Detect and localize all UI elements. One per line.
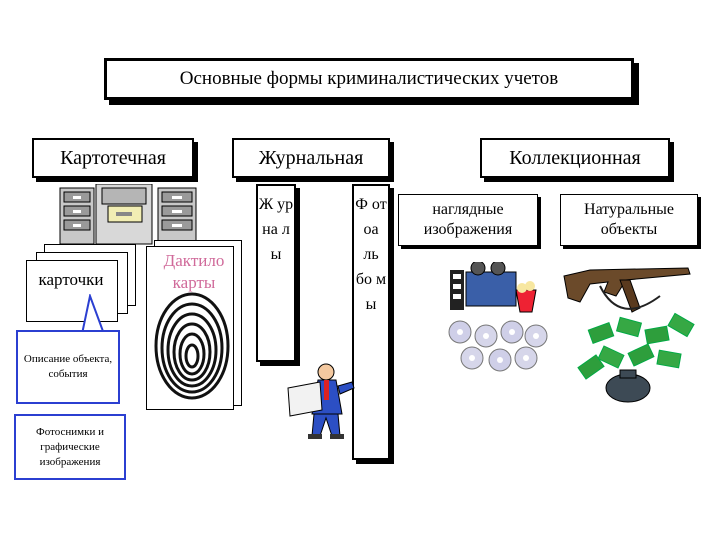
natural-objects-label: Натуральные объекты <box>584 201 674 238</box>
note-photographs: Фотоснимки и графические изображения <box>14 414 126 480</box>
filing-cabinet-illustration <box>59 184 197 245</box>
visual-images-box: наглядные изображения <box>398 194 538 246</box>
note-photographs-text: Фотоснимки и графические изображения <box>36 425 104 468</box>
movie-camera-icon <box>465 262 517 307</box>
photo-albums-box: Ф от оа ль бо м ы <box>352 184 390 460</box>
category-collection: Коллекционная <box>480 138 670 178</box>
photo-albums-vertical-text: Ф от оа ль бо м ы <box>355 196 387 313</box>
title-box: Основные формы криминалистических учетов <box>104 58 634 100</box>
category-journal-label: Журнальная <box>258 146 364 169</box>
natural-objects-box: Натуральные объекты <box>560 194 698 246</box>
category-card-index: Картотечная <box>32 138 194 178</box>
category-journal: Журнальная <box>232 138 390 178</box>
dactylo-cards-label: Дактило карты <box>163 251 225 292</box>
filing-cabinet-center <box>95 184 153 245</box>
money-bag-icon <box>605 369 651 403</box>
discs-icon <box>448 320 548 372</box>
popcorn-icon <box>515 281 537 313</box>
money-icon <box>577 312 695 380</box>
note-description-text: Описание объекта, события <box>23 353 113 380</box>
fingerprint-icon <box>154 292 230 400</box>
natural-objects-illustration <box>563 267 695 403</box>
cards-label: карточки <box>38 270 104 289</box>
visual-images-label: наглядные изображения <box>423 201 513 238</box>
media-illustration <box>448 262 548 372</box>
filing-cabinet-right <box>157 187 197 245</box>
note-description: Описание объекта, события <box>16 330 120 404</box>
rifle-icon <box>563 267 691 313</box>
category-collection-label: Коллекционная <box>509 146 641 169</box>
journals-box: Ж ур на л ы <box>256 184 296 362</box>
journals-vertical-text: Ж ур на л ы <box>258 196 294 263</box>
man-with-paper-illustration <box>287 363 355 439</box>
filing-cabinet-left <box>59 187 95 245</box>
card-stack-front <box>26 260 118 322</box>
category-card-index-label: Картотечная <box>60 146 166 169</box>
page-title: Основные формы криминалистических учетов <box>179 68 559 89</box>
film-strip-icon <box>450 270 464 310</box>
